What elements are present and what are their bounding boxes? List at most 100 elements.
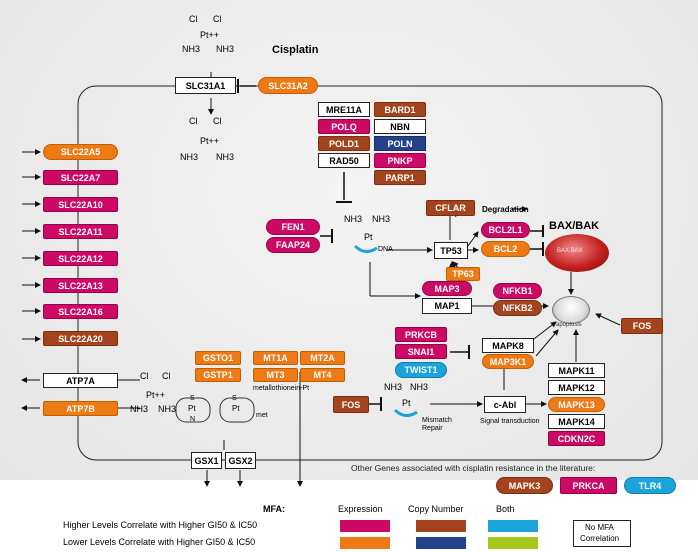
cl-label: Cl xyxy=(189,14,198,24)
mitochondrion-icon xyxy=(545,234,609,272)
legend-copy-number: Copy Number xyxy=(408,504,464,514)
cisplatin-title: Cisplatin xyxy=(272,44,319,56)
node-slc22a5: SLC22A5 xyxy=(43,144,118,160)
node-rad50: RAD50 xyxy=(318,153,370,168)
node-gsx1: GSX1 xyxy=(191,452,222,469)
node-fos-right: FOS xyxy=(621,318,663,334)
node-slc22a12: SLC22A12 xyxy=(43,251,118,266)
cl-label: Cl xyxy=(213,14,222,24)
node-mt1a: MT1A xyxy=(253,351,298,365)
node-mt3: MT3 xyxy=(253,368,298,382)
baxbak-small-label: BAX BAX xyxy=(557,248,583,254)
node-mt4: MT4 xyxy=(300,368,345,382)
legend-higher-row: Higher Levels Correlate with Higher GI50… xyxy=(63,520,258,530)
legend-swatch-both-low xyxy=(488,537,538,549)
node-mapk8: MAPK8 xyxy=(482,338,534,353)
pt-label: Pt++ xyxy=(200,30,220,40)
cl-label: Cl xyxy=(213,116,222,126)
nh3-label: NH3 xyxy=(130,404,149,414)
node-slc31a1: SLC31A1 xyxy=(175,77,236,94)
node-gstp1: GSTP1 xyxy=(195,368,241,382)
node-nfkb2: NFKB2 xyxy=(493,300,542,316)
pt-label: Pt xyxy=(402,398,411,408)
node-mapk12: MAPK12 xyxy=(548,380,605,395)
apoptosis-icon xyxy=(552,296,590,324)
legend-swatch-both-high xyxy=(488,520,538,532)
mismatch-label: Mismatch xyxy=(422,417,452,424)
node-tp63: TP63 xyxy=(446,267,480,281)
apoptosis-label: apoptosis xyxy=(556,322,582,328)
node-cabl: c-Abl xyxy=(484,396,526,413)
node-twist1: TWIST1 xyxy=(395,362,447,378)
node-polq: POLQ xyxy=(318,119,370,134)
node-parp1: PARP1 xyxy=(374,170,426,185)
node-slc22a11: SLC22A11 xyxy=(43,224,118,239)
nh3-label: NH3 xyxy=(216,152,235,162)
node-pold1: POLD1 xyxy=(318,136,370,151)
node-slc22a10: SLC22A10 xyxy=(43,197,118,212)
degradation-label: Degradation xyxy=(482,205,529,214)
n-label: N xyxy=(190,416,196,423)
legend-lower-row: Lower Levels Correlate with Higher GI50 … xyxy=(63,537,256,547)
node-map1: MAP1 xyxy=(422,298,472,314)
cl-label: Cl xyxy=(189,116,198,126)
legend-mfa: MFA: xyxy=(263,504,285,514)
s-label: S xyxy=(190,395,195,402)
node-prkcb: PRKCB xyxy=(395,327,447,342)
node-cdkn2c: CDKN2C xyxy=(548,431,605,446)
node-bcl2: BCL2 xyxy=(481,241,530,257)
legend-no-mfa-box xyxy=(573,520,631,547)
nh3-label: NH3 xyxy=(372,214,391,224)
nh3-label: NH3 xyxy=(410,382,429,392)
pt-label: Pt++ xyxy=(146,390,166,400)
node-snai1: SNAI1 xyxy=(395,344,447,359)
node-gsx2: GSX2 xyxy=(225,452,256,469)
node-cflar: CFLAR xyxy=(426,200,475,216)
node-map3k1: MAP3K1 xyxy=(482,354,534,369)
metallothionein-label: metallothionein-Pt xyxy=(253,385,310,392)
node-faap24: FAAP24 xyxy=(266,237,320,253)
node-mapk11: MAPK11 xyxy=(548,363,605,378)
node-map3: MAP3 xyxy=(422,281,472,296)
node-mre11a: MRE11A xyxy=(318,102,370,117)
nh3-label: NH3 xyxy=(384,382,403,392)
node-atp7a: ATP7A xyxy=(43,373,118,388)
s-label: S xyxy=(232,395,237,402)
cl-label: Cl xyxy=(140,371,149,381)
node-slc22a20: SLC22A20 xyxy=(43,331,118,346)
node-fen1: FEN1 xyxy=(266,219,320,235)
node-mt2a: MT2A xyxy=(300,351,345,365)
node-tlr4: TLR4 xyxy=(624,477,676,494)
node-gsto1: GSTO1 xyxy=(195,351,241,365)
node-prkca: PRKCA xyxy=(560,477,617,494)
nh3-label: NH3 xyxy=(216,44,235,54)
legend-swatch-expression-low xyxy=(340,537,390,549)
node-slc31a2: SLC31A2 xyxy=(258,77,318,94)
node-slc22a13: SLC22A13 xyxy=(43,278,118,293)
node-bard1: BARD1 xyxy=(374,102,426,117)
node-slc22a7: SLC22A7 xyxy=(43,170,118,185)
signal-label: Signal transduction xyxy=(480,418,540,425)
other-genes-label: Other Genes associated with cisplatin re… xyxy=(351,463,596,473)
node-bcl2l1: BCL2L1 xyxy=(481,222,530,238)
pt-label: Pt xyxy=(188,404,196,413)
legend-correlation: Correlation xyxy=(580,534,620,543)
node-mapk13: MAPK13 xyxy=(548,397,605,412)
node-atp7b: ATP7B xyxy=(43,401,118,416)
nh3-label: NH3 xyxy=(158,404,177,414)
nh3-label: NH3 xyxy=(180,152,199,162)
cl-label: Cl xyxy=(162,371,171,381)
legend-swatch-expression-high xyxy=(340,520,390,532)
met-label: met xyxy=(256,412,268,419)
node-pnkp: PNKP xyxy=(374,153,426,168)
node-fos-left: FOS xyxy=(333,396,369,413)
nh3-label: NH3 xyxy=(182,44,201,54)
dna-label: DNA xyxy=(378,246,393,253)
node-slc22a16: SLC22A16 xyxy=(43,304,118,319)
pt-label: Pt xyxy=(364,232,373,242)
legend-both: Both xyxy=(496,504,515,514)
node-nfkb1: NFKB1 xyxy=(493,283,542,299)
node-poln: POLN xyxy=(374,136,426,151)
